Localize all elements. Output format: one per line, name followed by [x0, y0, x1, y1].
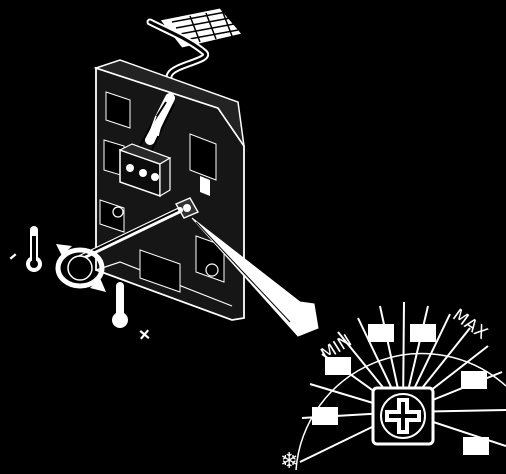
zoom-cone	[191, 217, 319, 337]
thermometer-cold-icon	[26, 226, 42, 272]
dial-position-boxes	[312, 324, 489, 455]
dial-max-label: MAX	[448, 305, 491, 344]
screwdriver	[77, 207, 183, 261]
dial-position-box	[368, 324, 394, 342]
dial-scale	[295, 301, 506, 471]
dial-position-box	[312, 407, 338, 425]
dial-position-box	[325, 357, 351, 375]
terminal-block	[118, 143, 172, 198]
adjustment-potentiometer	[175, 197, 199, 219]
thermostat-housing	[93, 59, 245, 321]
snowflake-icon: ❄	[280, 449, 298, 474]
heating-mat	[159, 7, 243, 49]
rotation-arrow-icon	[55, 244, 106, 292]
dial-position-box	[463, 437, 489, 455]
dial-position-box	[410, 324, 436, 342]
increase-sign: +	[132, 322, 157, 348]
decrease-sign: –	[3, 245, 23, 267]
dial-position-box	[461, 371, 487, 389]
wire-bundle	[139, 93, 175, 151]
thermometer-warm-icon	[112, 282, 128, 328]
